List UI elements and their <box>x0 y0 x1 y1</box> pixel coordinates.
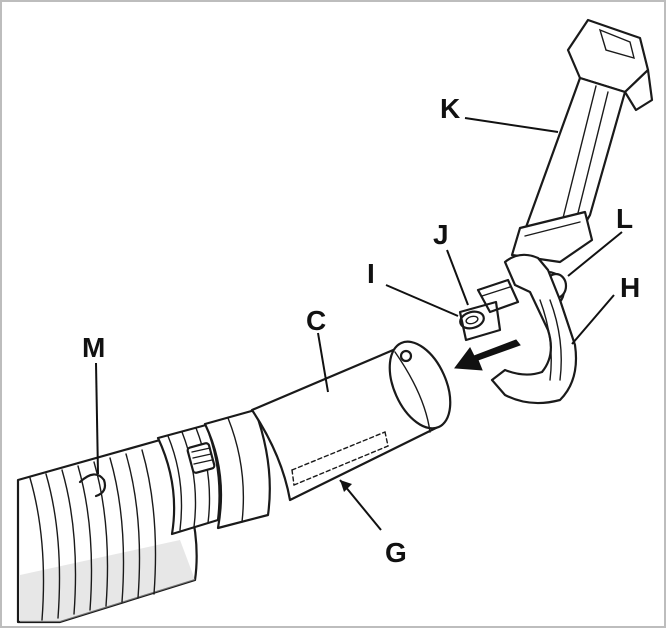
leader-j <box>446 249 469 306</box>
callout-g: G <box>385 537 407 568</box>
callout-c: C <box>306 305 326 336</box>
bracket-arm <box>510 18 654 264</box>
callout-i: I <box>367 258 375 289</box>
callout-h: H <box>620 272 640 303</box>
callout-m: M <box>82 332 105 363</box>
leader-i <box>385 284 459 317</box>
intake-duct <box>203 340 452 530</box>
leader-k <box>464 117 559 133</box>
callout-k: K <box>440 93 460 124</box>
holder-clip <box>458 253 578 405</box>
leader-h <box>571 294 615 345</box>
leader-l <box>567 231 623 277</box>
hose-clamp <box>156 423 221 536</box>
direction-arrow <box>454 339 521 371</box>
callout-j: J <box>433 219 449 250</box>
leader-m <box>95 362 99 475</box>
leader-c <box>317 332 329 393</box>
callout-l: L <box>616 203 633 234</box>
leader-lines <box>95 117 623 531</box>
corrugated-hose <box>16 438 198 624</box>
